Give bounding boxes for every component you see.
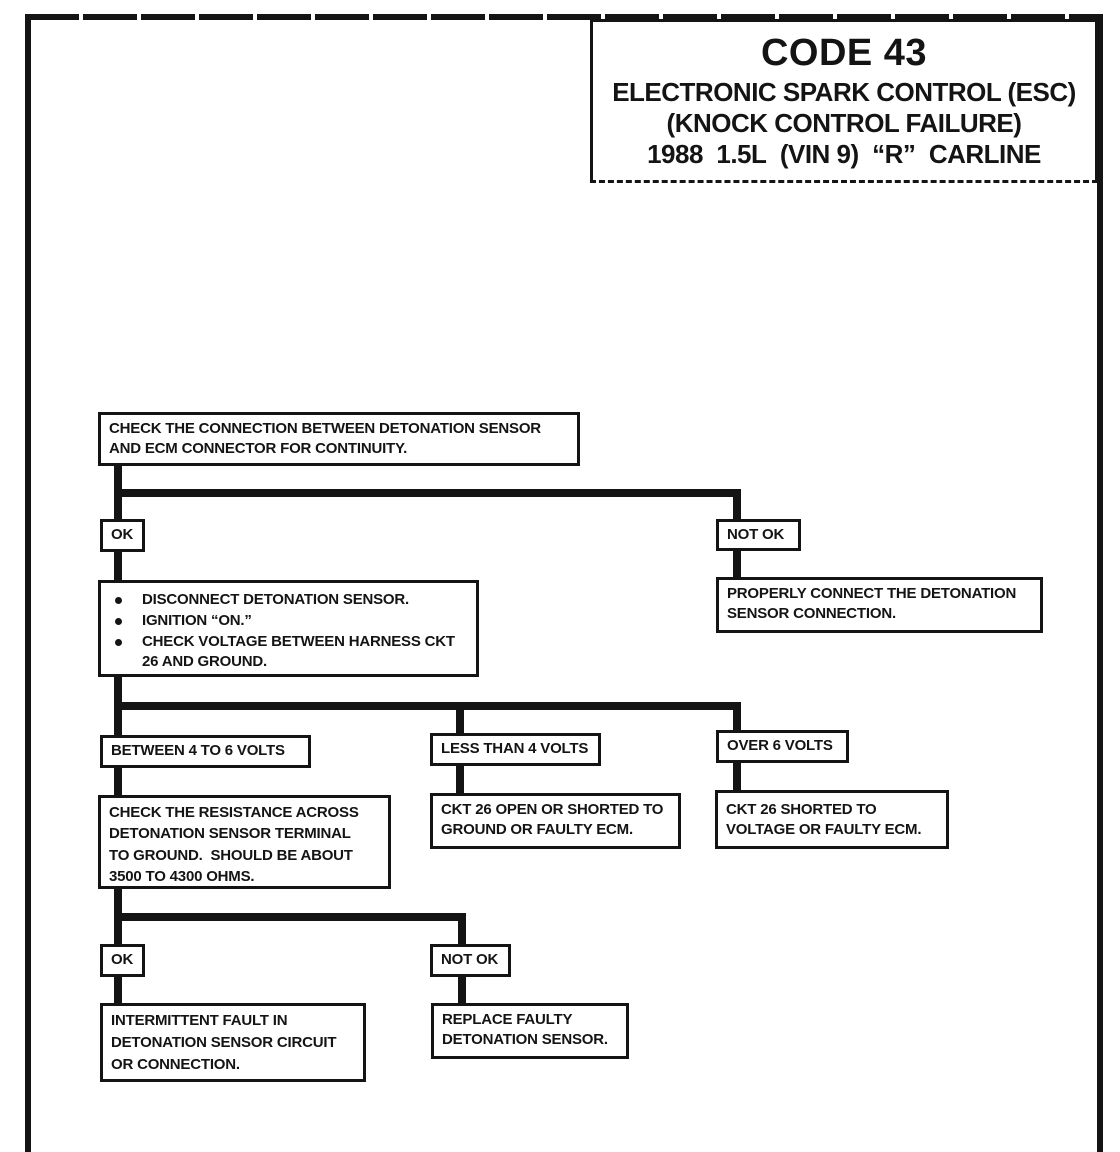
not-ok2-result-box: REPLACE FAULTY DETONATION SENSOR. <box>431 1003 629 1059</box>
not-ok1-result-line2: SENSOR CONNECTION. <box>727 605 896 623</box>
step1-line2: AND ECM CONNECTOR FOR CONTINUITY. <box>109 440 408 458</box>
not-ok1-label: NOT OK <box>727 525 785 543</box>
not-ok1-label-box: NOT OK <box>716 519 801 551</box>
bullet-row: CHECK VOLTAGE BETWEEN HARNESS CKT 26 AND… <box>111 632 466 672</box>
over-result-line2: VOLTAGE OR FAULTY ECM. <box>726 821 922 839</box>
branch-less-label: LESS THAN 4 VOLTS <box>441 740 589 758</box>
connector-voltage-split <box>114 702 741 710</box>
page-border-right <box>1097 14 1103 1152</box>
bullet-row: DISCONNECT DETONATION SENSOR. <box>111 590 466 610</box>
not-ok1-result-box: PROPERLY CONNECT THE DETONATION SENSOR C… <box>716 577 1043 633</box>
title-box: CODE 43 ELECTRONIC SPARK CONTROL (ESC) (… <box>590 19 1098 183</box>
not-ok2-result-line1: REPLACE FAULTY <box>442 1011 573 1028</box>
connector-less4-down <box>456 702 464 734</box>
connector-notok1-down <box>733 489 741 520</box>
bullet-icon <box>115 639 122 647</box>
bullet-icon <box>115 618 122 626</box>
step1-line1: CHECK THE CONNECTION BETWEEN DETONATION … <box>109 420 541 437</box>
connector-over6-down <box>733 702 741 731</box>
ok2-label-box: OK <box>100 944 145 977</box>
connector-notok2-down <box>458 913 466 945</box>
step3-line1: CHECK THE RESISTANCE ACROSS <box>109 804 359 821</box>
bullet1-text: DISCONNECT DETONATION SENSOR. <box>142 591 409 608</box>
step1-check-connection-box: CHECK THE CONNECTION BETWEEN DETONATION … <box>98 412 580 466</box>
connector-step1-split <box>114 489 741 497</box>
step3-line4: 3500 TO 4300 OHMS. <box>109 867 255 885</box>
branch-between-label: BETWEEN 4 TO 6 VOLTS <box>111 742 285 760</box>
step3-line2: DETONATION SENSOR TERMINAL <box>109 825 351 843</box>
title-line-carline: 1988 1.5L (VIN 9) “R” CARLINE <box>647 139 1041 170</box>
bullet-row: IGNITION “ON.” <box>111 611 466 631</box>
not-ok2-result-line2: DETONATION SENSOR. <box>442 1031 608 1049</box>
step3-line3: TO GROUND. SHOULD BE ABOUT <box>109 846 353 864</box>
bullet-icon <box>115 597 122 604</box>
bullet3-line2: 26 AND GROUND. <box>142 653 267 671</box>
connector-ok2-result-down <box>114 977 122 1004</box>
page-border-top <box>25 14 1103 20</box>
branch-less-than-4-volts-box: LESS THAN 4 VOLTS <box>430 733 601 766</box>
less-result-line1: CKT 26 OPEN OR SHORTED TO <box>441 801 664 818</box>
bullet2-text: IGNITION “ON.” <box>142 612 252 630</box>
ok1-label: OK <box>111 526 134 544</box>
not-ok2-label-box: NOT OK <box>430 944 511 977</box>
ok2-result-line1: INTERMITTENT FAULT IN <box>111 1012 288 1029</box>
less-than-4-volts-result-box: CKT 26 OPEN OR SHORTED TO GROUND OR FAUL… <box>430 793 681 849</box>
not-ok2-label: NOT OK <box>441 951 499 969</box>
branch-between-4-6-volts-box: BETWEEN 4 TO 6 VOLTS <box>100 735 311 768</box>
connector-less-result-down <box>456 766 464 794</box>
branch-over-6-volts-box: OVER 6 VOLTS <box>716 730 849 763</box>
ok2-result-box: INTERMITTENT FAULT IN DETONATION SENSOR … <box>100 1003 366 1082</box>
connector-step3-split <box>114 913 466 921</box>
branch-over-label: OVER 6 VOLTS <box>727 737 833 755</box>
ok1-label-box: OK <box>100 519 145 552</box>
ok2-label: OK <box>111 951 134 969</box>
step3-resistance-check-box: CHECK THE RESISTANCE ACROSS DETONATION S… <box>98 795 391 889</box>
connector-notok2-result-down <box>458 977 466 1004</box>
ok2-result-line3: OR CONNECTION. <box>111 1055 240 1073</box>
connector-ok1-down <box>114 552 122 581</box>
connector-notok1-result-down <box>733 551 741 578</box>
over-result-line1: CKT 26 SHORTED TO <box>726 801 877 818</box>
code-number: CODE 43 <box>760 32 928 75</box>
page-border-left <box>25 14 31 1152</box>
title-line-knock: (KNOCK CONTROL FAILURE) <box>666 108 1022 139</box>
bullet3-line1: CHECK VOLTAGE BETWEEN HARNESS CKT <box>142 633 455 651</box>
ok2-result-line2: DETONATION SENSOR CIRCUIT <box>111 1033 337 1051</box>
connector-over-result-down <box>733 763 741 791</box>
step2-test-procedure-box: DISCONNECT DETONATION SENSOR. IGNITION “… <box>98 580 479 677</box>
not-ok1-result-line1: PROPERLY CONNECT THE DETONATION <box>727 585 1017 602</box>
less-result-line2: GROUND OR FAULTY ECM. <box>441 821 633 839</box>
over-6-volts-result-box: CKT 26 SHORTED TO VOLTAGE OR FAULTY ECM. <box>715 790 949 849</box>
title-line-esc: ELECTRONIC SPARK CONTROL (ESC) <box>612 77 1076 108</box>
connector-between-down <box>114 768 122 796</box>
